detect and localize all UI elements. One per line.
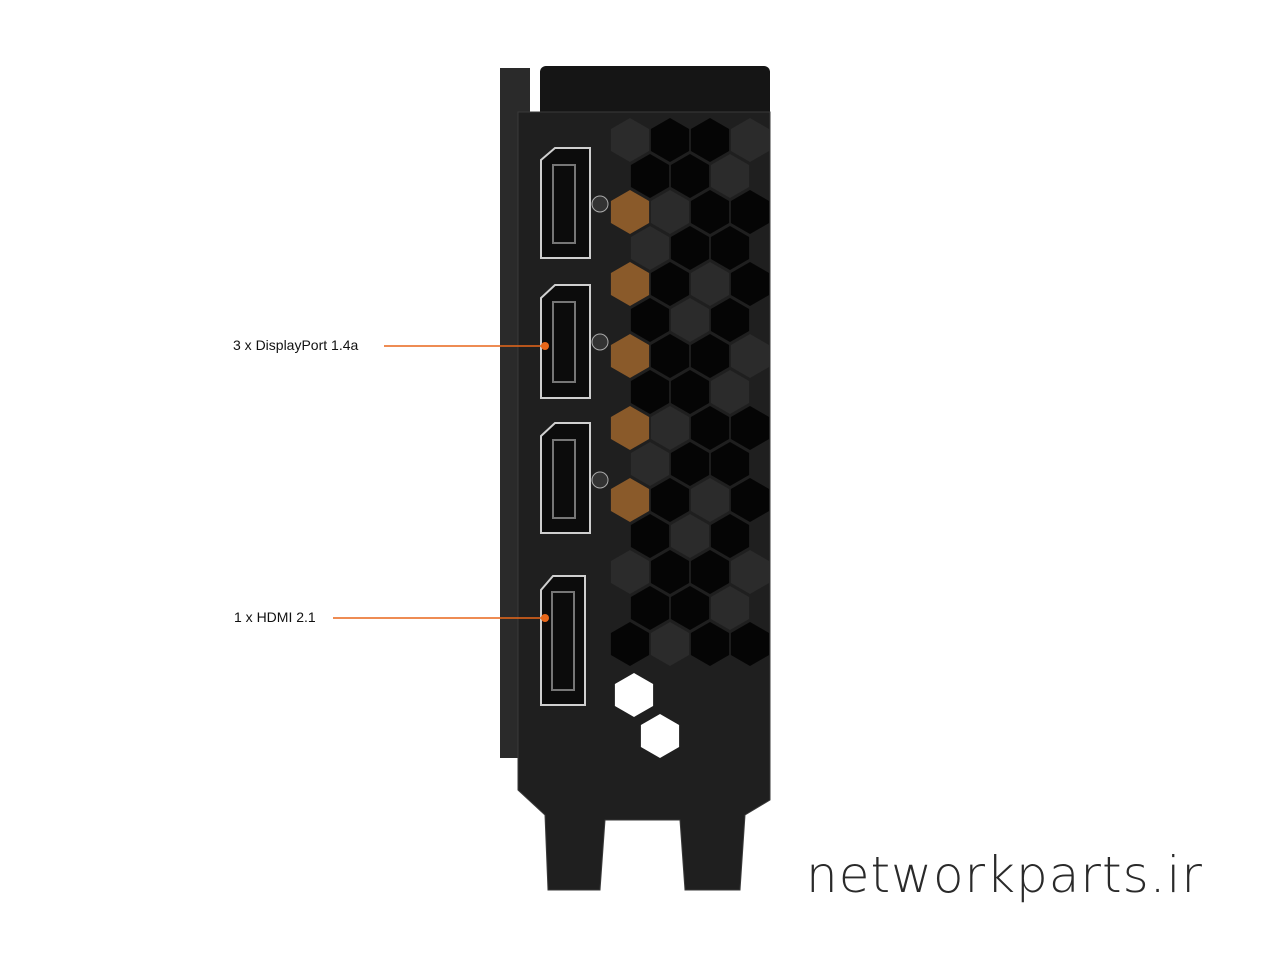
vent-hexagon	[670, 298, 710, 342]
displayport-1	[540, 147, 591, 259]
vent-hexagon	[710, 514, 750, 558]
vent-hexagon	[610, 118, 650, 162]
displayport-3	[540, 422, 591, 534]
vent-hexagon	[650, 550, 690, 594]
vent-hexagon	[690, 406, 730, 450]
vent-hexagon	[670, 154, 710, 198]
bracket-hole	[640, 714, 680, 758]
vent-hexagon	[730, 334, 770, 378]
vent-hexagon	[710, 370, 750, 414]
vent-hexagon	[610, 478, 650, 522]
vent-hexagon	[670, 586, 710, 630]
vent-hexagon	[630, 298, 670, 342]
vent-hexagon	[670, 370, 710, 414]
vent-hexagon	[610, 406, 650, 450]
vent-hexagon	[610, 190, 650, 234]
cooler-shroud-top	[540, 66, 770, 126]
screw-1	[591, 195, 609, 213]
hdmi-port	[540, 575, 586, 706]
callout-dot-displayport	[541, 342, 549, 350]
watermark: networkparts.ir	[806, 846, 1203, 904]
vent-hexagon	[710, 442, 750, 486]
vent-hexagon	[670, 226, 710, 270]
vent-hexagon	[730, 550, 770, 594]
vent-hexagon	[610, 550, 650, 594]
vent-hexagon	[730, 262, 770, 306]
vent-hexagon	[610, 334, 650, 378]
vent-hexagon	[690, 478, 730, 522]
vent-hexagon	[650, 622, 690, 666]
screw-2	[591, 333, 609, 351]
displayport-2	[540, 284, 591, 399]
vent-hexagon	[650, 406, 690, 450]
callout-dot-hdmi	[541, 614, 549, 622]
vent-hexagon	[630, 442, 670, 486]
vent-hexagon	[730, 478, 770, 522]
screw-3	[591, 471, 609, 489]
vent-hexagon	[690, 190, 730, 234]
vent-hexagon	[730, 190, 770, 234]
vent-hexagon	[630, 370, 670, 414]
vent-hexagons	[610, 118, 770, 758]
vent-hexagon	[630, 154, 670, 198]
vent-hexagon	[710, 154, 750, 198]
vent-hexagon	[690, 622, 730, 666]
callout-hdmi-label: 1 x HDMI 2.1	[234, 609, 316, 625]
vent-hexagon	[710, 226, 750, 270]
vent-hexagon	[690, 262, 730, 306]
vent-hexagon	[650, 262, 690, 306]
vent-hexagon	[610, 622, 650, 666]
vent-hexagon	[630, 514, 670, 558]
vent-hexagon	[650, 334, 690, 378]
callout-displayport-label: 3 x DisplayPort 1.4a	[233, 337, 359, 353]
vent-hexagon	[730, 622, 770, 666]
vent-hexagon	[690, 334, 730, 378]
vent-hexagon	[710, 586, 750, 630]
vent-hexagon	[730, 406, 770, 450]
vent-hexagon	[650, 118, 690, 162]
vent-hexagon	[690, 550, 730, 594]
vent-hexagon	[670, 442, 710, 486]
vent-hexagon	[690, 118, 730, 162]
vent-hexagon	[730, 118, 770, 162]
vent-hexagon	[670, 514, 710, 558]
vent-hexagon	[630, 226, 670, 270]
bracket-hole	[614, 673, 654, 717]
vent-hexagon	[710, 298, 750, 342]
vent-hexagon	[610, 262, 650, 306]
vent-hexagon	[650, 190, 690, 234]
vent-hexagon	[630, 586, 670, 630]
vent-hexagon	[650, 478, 690, 522]
